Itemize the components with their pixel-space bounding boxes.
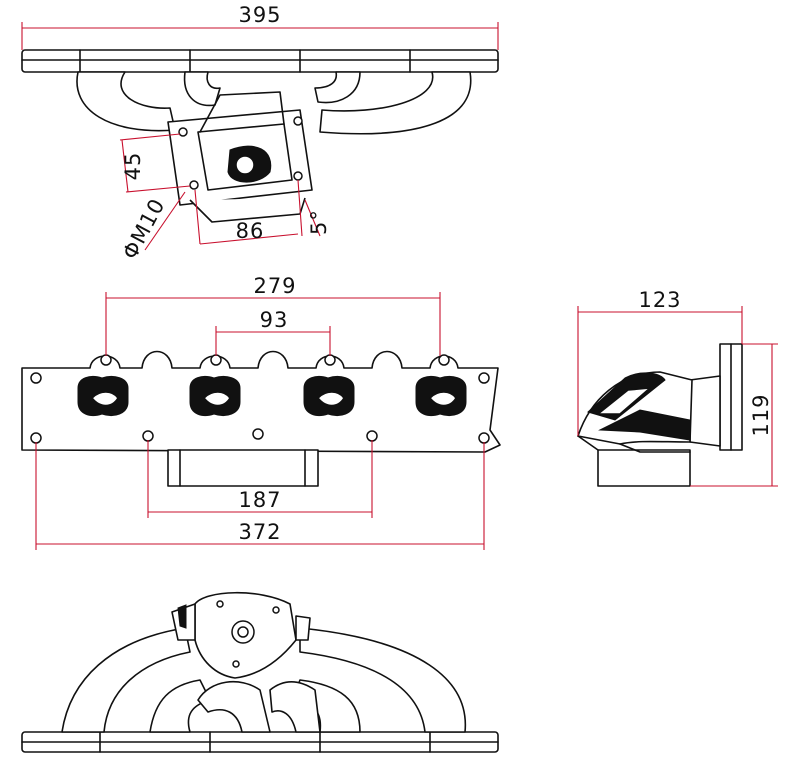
dim-angle: 5° <box>307 209 331 235</box>
dim-flange-height: 45 <box>121 152 145 181</box>
dim-outer-studs: 279 <box>253 274 296 298</box>
dim-inner-studs: 93 <box>260 308 289 332</box>
dim-height: 119 <box>749 393 773 436</box>
dim-overall-width: 395 <box>238 3 281 27</box>
dim-hole-size: ΦM10 <box>118 194 170 263</box>
top-head-flange <box>21 49 499 73</box>
dim-depth: 123 <box>638 288 681 312</box>
front-head-flange <box>21 350 501 453</box>
side-view-dimensions: 123 119 <box>577 288 778 487</box>
side-head-flange <box>597 449 691 487</box>
dim-overall-length: 372 <box>238 520 281 544</box>
bottom-view <box>21 591 499 753</box>
top-view <box>21 49 499 223</box>
top-flange-hole <box>178 127 188 137</box>
front-ports <box>77 375 467 416</box>
front-collector <box>167 449 319 487</box>
side-view <box>577 343 743 487</box>
top-runners <box>76 71 176 132</box>
dim-lower-studs: 187 <box>238 488 281 512</box>
dim-flange-width: 86 <box>236 219 265 243</box>
front-view-dimensions: 279 93 187 372 <box>35 274 485 550</box>
front-view <box>21 350 501 487</box>
